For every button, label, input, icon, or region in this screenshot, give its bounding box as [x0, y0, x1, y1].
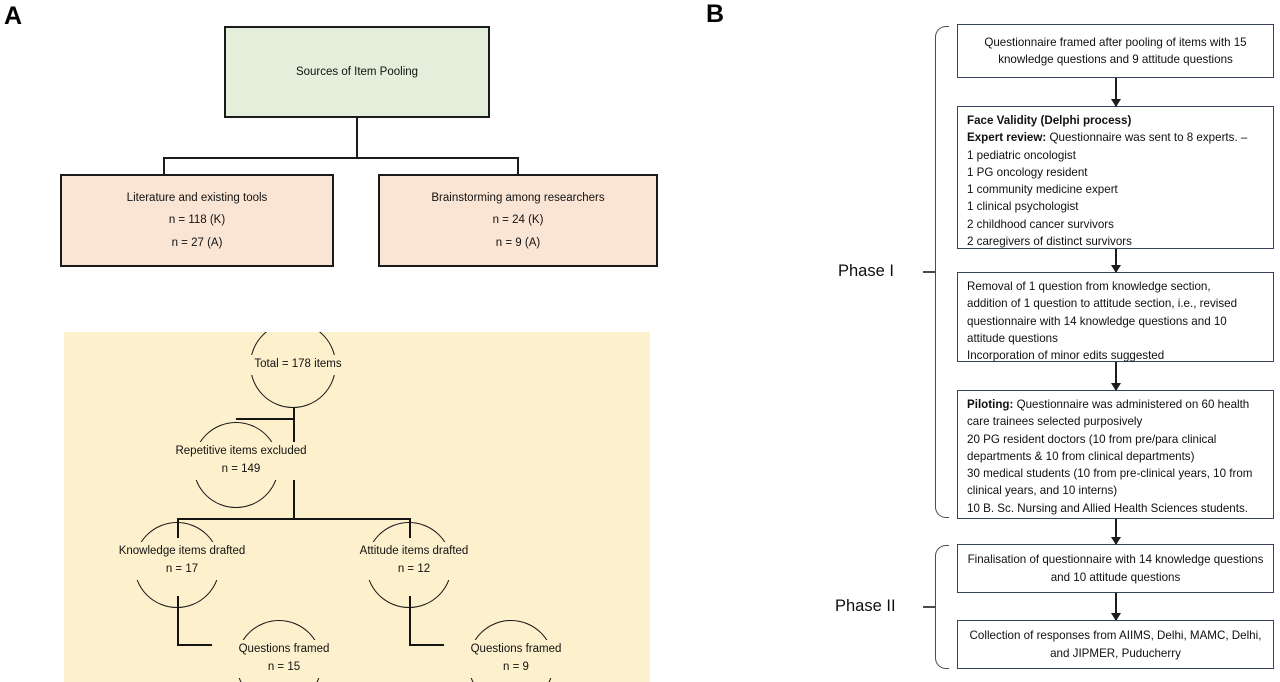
box-face-validity-expert-3: 1 community medicine expert: [967, 183, 1118, 197]
arrow-head-icon: [1110, 383, 1121, 391]
connector-drop-right: [517, 157, 519, 175]
node-attitude-label: Attitude items drafted n = 12: [332, 542, 496, 580]
panel-a-letter: A: [4, 2, 23, 30]
box-face-validity-heading: Face Validity (Delphi process): [967, 114, 1132, 127]
box-removal-line-4: attitude questions: [967, 331, 1058, 345]
box-piloting-line-1: 20 PG resident doctors (10 from pre/para…: [967, 432, 1217, 463]
box-brainstorm-label: Brainstorming among researchers: [431, 191, 605, 204]
phase-1-brace: [935, 26, 949, 518]
box-finalisation: Finalisation of questionnaire with 14 kn…: [957, 544, 1274, 593]
connector-attitude-down: [409, 596, 411, 646]
box-piloting: Piloting: Questionnaire was administered…: [957, 390, 1274, 519]
arrow-shaft: [1115, 249, 1117, 272]
node-knowledge-line1: Knowledge items drafted: [118, 545, 246, 557]
node-total-line1: Total = 178 items: [254, 358, 342, 370]
connector-to-repetitive: [236, 418, 295, 420]
box-face-validity-subheading: Expert review:: [967, 131, 1047, 145]
node-questions-attitude-label: Questions framed n = 9: [444, 640, 588, 678]
box-piloting-subheading: Piloting:: [967, 398, 1014, 411]
box-collection-text: Collection of responses from AIIMS, Delh…: [969, 629, 1262, 660]
node-repetitive-line1: Repetitive items excluded: [175, 445, 307, 457]
node-questions-knowledge-line1: Questions framed: [238, 643, 330, 655]
box-questionnaire-framed-text: Questionnaire framed after pooling of it…: [984, 35, 1247, 66]
box-face-validity-expert-6: 2 caregivers of distinct survivors: [967, 234, 1132, 248]
phase-1-label: Phase I: [838, 262, 894, 280]
box-literature-n-attitude: n = 27 (A): [171, 236, 223, 249]
arrow-head-icon: [1110, 537, 1121, 545]
phase-1-brace-nub: [923, 271, 935, 273]
arrow-shaft: [1115, 362, 1117, 390]
box-piloting-line-2: 30 medical students (10 from pre-clinica…: [967, 467, 1253, 498]
node-repetitive-line2: n = 149: [221, 462, 261, 475]
box-piloting-line-3: 10 B. Sc. Nursing and Allied Health Scie…: [967, 501, 1248, 515]
box-removal-line-1: Removal of 1 question from knowledge sec…: [967, 280, 1211, 293]
node-knowledge-line2: n = 17: [165, 562, 199, 575]
connector-horizontal-bus: [163, 157, 519, 159]
box-piloting-subheading-rest: Questionnaire was administered on 60 hea…: [967, 398, 1250, 429]
box-literature-label: Literature and existing tools: [126, 191, 268, 204]
node-questions-knowledge-label: Questions framed n = 15: [212, 640, 356, 678]
arrow-head-icon: [1110, 613, 1121, 621]
connector-drop-attitude: [409, 518, 411, 538]
box-face-validity: Face Validity (Delphi process) Expert re…: [957, 106, 1274, 249]
box-face-validity-subheading-rest: Questionnaire was sent to 8 experts. –: [1046, 131, 1248, 145]
connector-knowledge-to-questions: [177, 644, 239, 646]
phase-2-brace-nub: [923, 606, 935, 608]
arrow-shaft: [1115, 78, 1117, 106]
node-repetitive-label: Repetitive items excluded n = 149: [141, 442, 341, 480]
node-attitude-line2: n = 12: [397, 562, 431, 575]
box-finalisation-text: Finalisation of questionnaire with 14 kn…: [967, 553, 1264, 584]
box-removal-line-2: addition of 1 question to attitude secti…: [967, 297, 1238, 311]
node-questions-attitude-line2: n = 9: [503, 660, 529, 673]
box-literature-n-knowledge: n = 118 (K): [168, 214, 226, 227]
arrow-shaft: [1115, 593, 1117, 620]
connector-drop-left: [163, 157, 165, 175]
connector-split-bus: [177, 518, 411, 520]
box-face-validity-expert-1: 1 pediatric oncologist: [967, 148, 1076, 162]
connector-knowledge-down: [177, 596, 179, 646]
arrow-head-icon: [1110, 265, 1121, 273]
box-removal-line-3: questionnaire with 14 knowledge question…: [967, 314, 1227, 328]
phase-2-brace: [935, 545, 949, 669]
box-sources-of-item-pooling: Sources of Item Pooling: [224, 26, 490, 118]
box-removal-addition: Removal of 1 question from knowledge sec…: [957, 272, 1274, 362]
arrow-head-icon: [1110, 99, 1121, 107]
box-face-validity-expert-2: 1 PG oncology resident: [967, 165, 1088, 179]
box-sources-label: Sources of Item Pooling: [295, 65, 419, 78]
panel-b-letter: B: [706, 0, 725, 28]
box-brainstorm-n-attitude: n = 9 (A): [495, 236, 541, 249]
connector-drop-knowledge: [177, 518, 179, 538]
box-removal-line-5: Incorporation of minor edits suggested: [967, 349, 1165, 363]
box-face-validity-expert-5: 2 childhood cancer survivors: [967, 217, 1114, 231]
item-reduction-flow-panel: Total = 178 items Repetitive items exclu…: [64, 332, 650, 682]
box-face-validity-expert-4: 1 clinical psychologist: [967, 200, 1079, 214]
box-collection-of-responses: Collection of responses from AIIMS, Delh…: [957, 620, 1274, 669]
arrow-shaft: [1115, 519, 1117, 544]
box-brainstorming-among-researchers: Brainstorming among researchers n = 24 (…: [378, 174, 658, 267]
node-knowledge-label: Knowledge items drafted n = 17: [91, 542, 273, 580]
node-attitude-line1: Attitude items drafted: [359, 545, 469, 557]
connector-root-stub: [356, 118, 358, 158]
node-questions-knowledge-line2: n = 15: [267, 660, 301, 673]
box-literature-and-existing-tools: Literature and existing tools n = 118 (K…: [60, 174, 334, 267]
connector-attitude-to-questions: [409, 644, 471, 646]
phase-2-label: Phase II: [835, 597, 896, 615]
node-questions-attitude-line1: Questions framed: [470, 643, 562, 655]
box-questionnaire-framed: Questionnaire framed after pooling of it…: [957, 24, 1274, 78]
box-brainstorm-n-knowledge: n = 24 (K): [492, 214, 544, 227]
node-total-label: Total = 178 items: [213, 355, 383, 375]
